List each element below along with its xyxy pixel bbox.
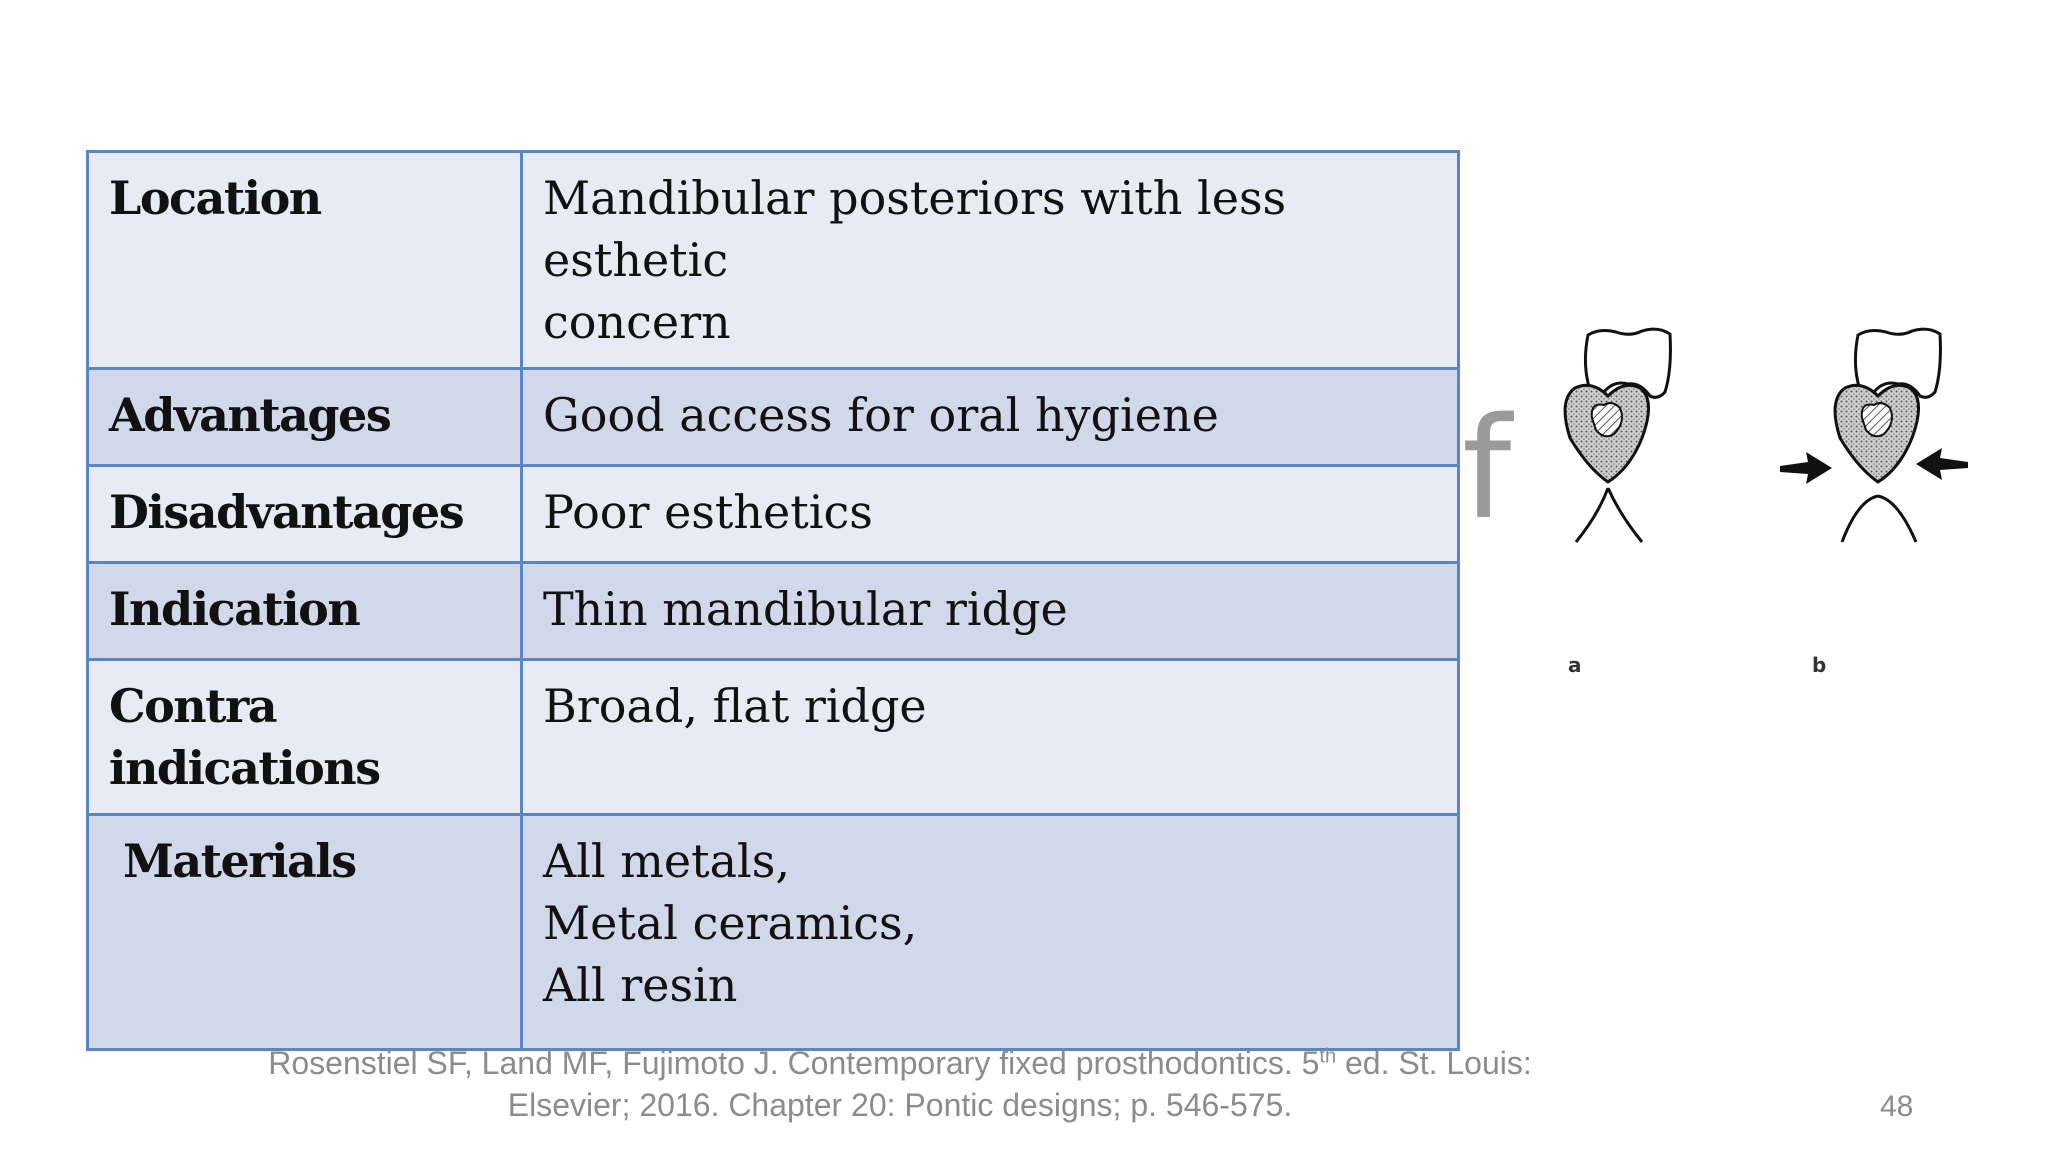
- row-value-line: All resin: [543, 958, 738, 1012]
- arrow-right-icon: [1780, 452, 1832, 484]
- diagram-b: [1780, 327, 1968, 543]
- row-value-line: All metals,: [543, 834, 790, 888]
- table-row: Indication Thin mandibular ridge: [86, 561, 1460, 661]
- table-row: Disadvantages Poor esthetics: [86, 464, 1460, 564]
- table-row: Advantages Good access for oral hygiene: [86, 367, 1460, 467]
- row-value: Good access for oral hygiene: [520, 367, 1460, 467]
- row-value-line: Mandibular posteriors with less esthetic: [543, 171, 1287, 287]
- row-value: Broad, flat ridge: [520, 658, 1460, 816]
- arrow-left-icon: [1916, 448, 1968, 480]
- citation-line-1: Rosenstiel SF, Land MF, Fujimoto J. Cont…: [268, 1045, 1532, 1081]
- diagram-a: [1563, 327, 1672, 543]
- row-value: All metals, Metal ceramics, All resin: [520, 813, 1460, 1051]
- pontic-diagram: a b: [1563, 327, 1968, 677]
- row-label: Contra indications: [86, 658, 523, 816]
- row-label: Location: [86, 150, 523, 370]
- row-value: Thin mandibular ridge: [520, 561, 1460, 661]
- table-row: Contra indications Broad, flat ridge: [86, 658, 1460, 816]
- row-label: Advantages: [86, 367, 523, 467]
- figure-label-a: a: [1568, 653, 1582, 677]
- row-label: Indication: [86, 561, 523, 661]
- partial-title-glyph: f: [1462, 388, 1512, 551]
- row-value-line: Thin mandibular ridge: [543, 582, 1068, 636]
- row-value-line: Broad, flat ridge: [543, 679, 927, 733]
- row-value-line: concern: [543, 295, 731, 349]
- table-row: Location Mandibular posteriors with less…: [86, 150, 1460, 370]
- row-label: Materials: [86, 813, 523, 1051]
- citation: Rosenstiel SF, Land MF, Fujimoto J. Cont…: [200, 1042, 1600, 1126]
- row-value: Poor esthetics: [520, 464, 1460, 564]
- row-label-text: Materials: [123, 834, 357, 888]
- row-value-line: Metal ceramics,: [543, 896, 918, 950]
- row-value-line: Good access for oral hygiene: [543, 388, 1219, 442]
- row-value-line: Poor esthetics: [543, 485, 873, 539]
- row-value: Mandibular posteriors with less esthetic…: [520, 150, 1460, 370]
- citation-line-2: Elsevier; 2016. Chapter 20: Pontic desig…: [507, 1087, 1293, 1123]
- pontic-info-table: Location Mandibular posteriors with less…: [86, 150, 1460, 1051]
- row-label: Disadvantages: [86, 464, 523, 564]
- figure-label-b: b: [1812, 653, 1826, 677]
- page-number: 48: [1880, 1090, 1914, 1123]
- table-row: Materials All metals, Metal ceramics, Al…: [86, 813, 1460, 1051]
